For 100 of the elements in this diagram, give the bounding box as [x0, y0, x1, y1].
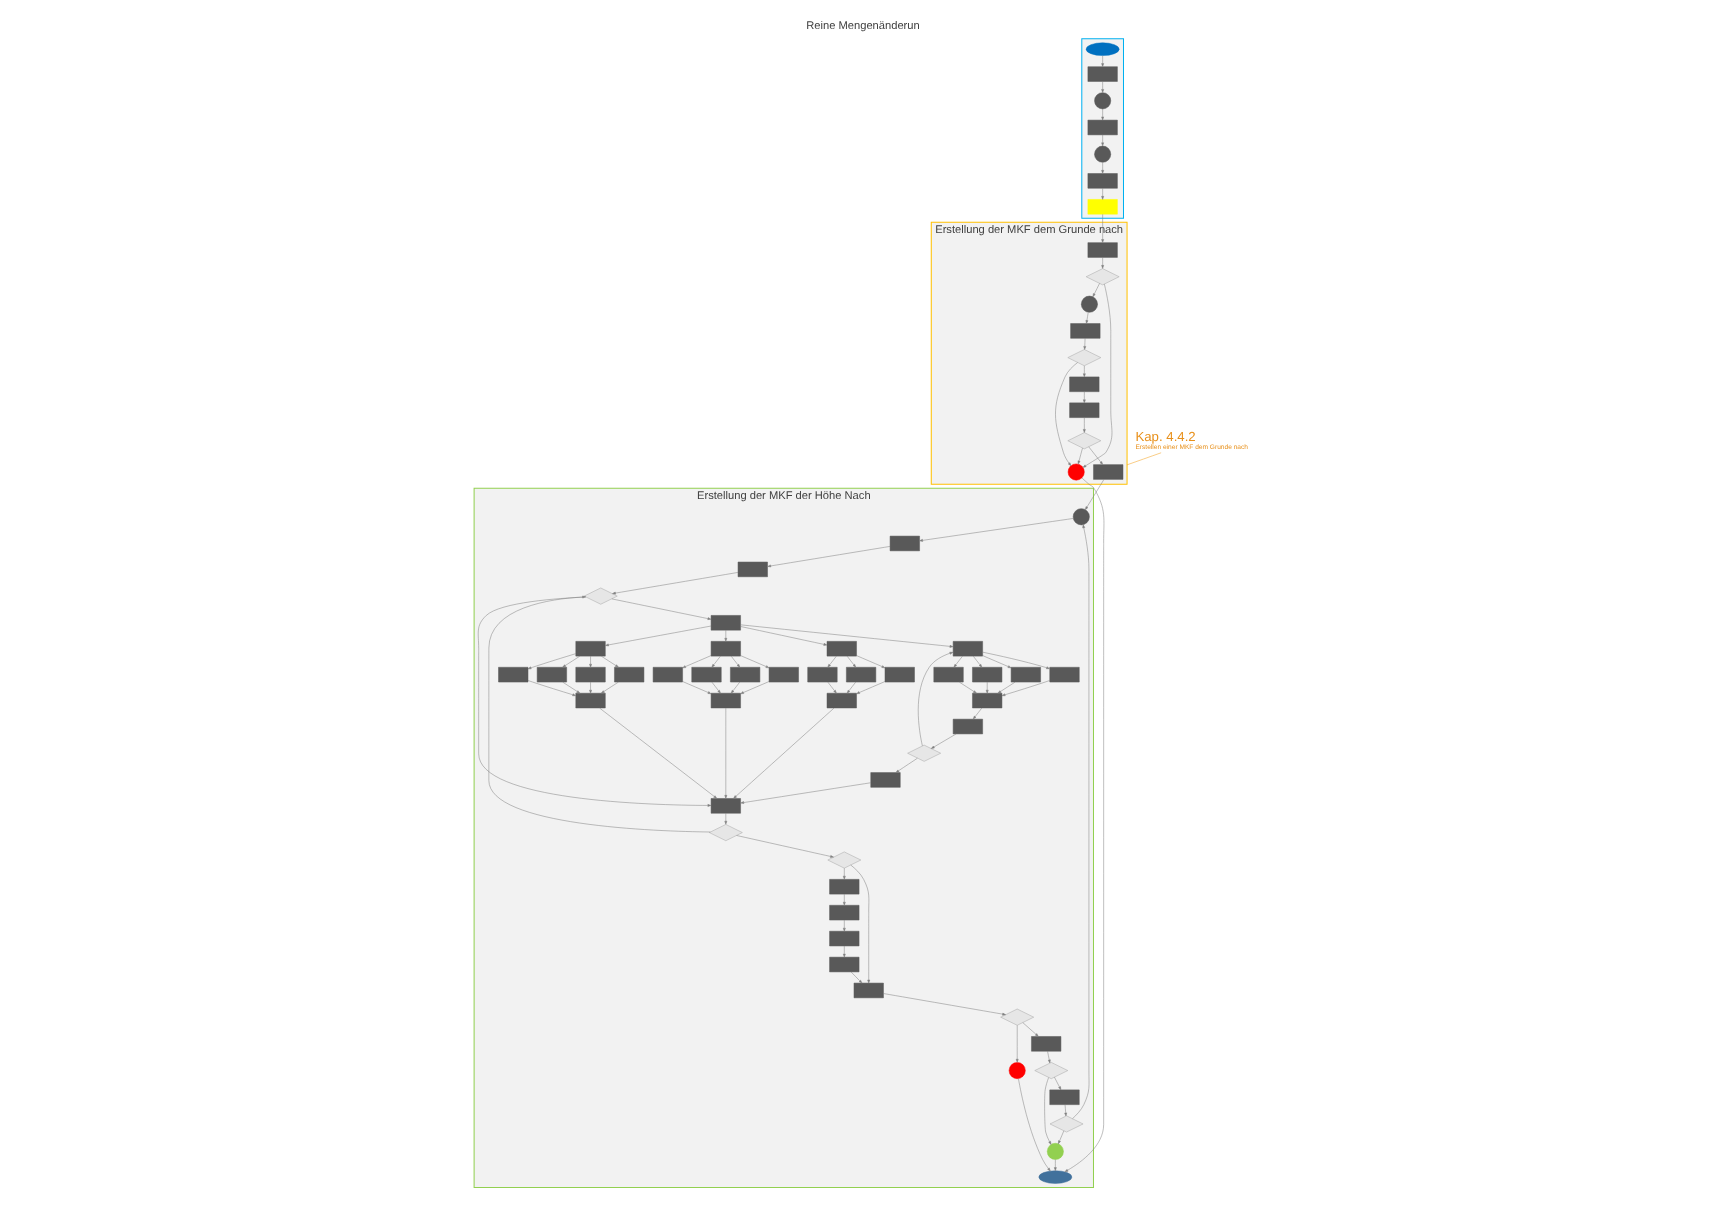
arrow [959, 681, 977, 694]
arrow [953, 655, 963, 668]
arrow [827, 655, 837, 668]
node-box [536, 667, 567, 683]
arrow [477, 596, 712, 807]
node-box [1087, 242, 1118, 258]
node-box [614, 667, 645, 683]
arrow [1054, 1076, 1062, 1091]
node-box [829, 956, 860, 973]
arrow [1083, 338, 1087, 350]
arrow [1058, 1130, 1065, 1145]
arrow [843, 945, 846, 958]
arrow [919, 518, 1074, 542]
arrow [562, 681, 581, 694]
node-box [575, 641, 606, 657]
arrow [724, 630, 728, 642]
arrow [827, 681, 837, 694]
arrow [1101, 134, 1104, 147]
node-box [889, 535, 920, 552]
arrow [724, 707, 728, 799]
arrow [1015, 1025, 1019, 1063]
arrow [1101, 108, 1104, 121]
arrow [843, 868, 846, 880]
arrow [985, 681, 989, 694]
node-circle [1094, 92, 1112, 110]
node-diamond [1067, 349, 1102, 366]
node-box [933, 667, 964, 683]
arrow [740, 655, 770, 669]
arrow [1101, 81, 1104, 93]
node-box [1093, 464, 1124, 480]
arrow [1101, 257, 1104, 269]
arrow [1064, 1104, 1068, 1117]
node-box [710, 692, 741, 709]
node-box [1070, 323, 1101, 339]
node-oval [1085, 42, 1120, 56]
node-box [1049, 1089, 1080, 1105]
node-box [691, 667, 722, 683]
arrow [856, 655, 886, 669]
arrow [850, 971, 863, 984]
node-circle [1094, 145, 1112, 163]
arrow [1055, 362, 1078, 466]
arrow [488, 595, 711, 833]
arrow [711, 655, 721, 668]
node-box [952, 718, 983, 735]
node-box [972, 667, 1003, 683]
node-box [952, 641, 983, 657]
node-box [1087, 66, 1118, 82]
arrow [1101, 162, 1104, 174]
arrow [682, 655, 712, 669]
arrow [846, 681, 856, 694]
arrow [1082, 283, 1113, 468]
arrow [599, 707, 718, 799]
node-box [498, 667, 529, 683]
arrow [589, 681, 592, 694]
node-diamond [1034, 1062, 1069, 1079]
node-box [870, 772, 901, 788]
arrow [767, 546, 891, 568]
node-circle [1046, 1143, 1064, 1160]
arrow [917, 651, 954, 747]
arrow [895, 757, 918, 773]
connector [1126, 452, 1162, 466]
arrow [856, 681, 886, 694]
node-box [846, 667, 877, 683]
node-box [1010, 667, 1041, 683]
arrow [973, 655, 983, 668]
arrow [1022, 1022, 1039, 1037]
arrow [682, 681, 712, 694]
arrow [1001, 680, 1050, 697]
arrow [611, 598, 712, 620]
arrow [1064, 477, 1105, 1173]
arrow [1083, 417, 1086, 433]
arrow [736, 835, 834, 858]
arrow [1077, 447, 1083, 465]
arrow [982, 655, 1012, 669]
node-circle [1008, 1062, 1026, 1079]
arrow [562, 655, 581, 668]
node-box [652, 667, 683, 683]
node-box [1087, 199, 1118, 215]
arrow [843, 893, 846, 906]
arrow [973, 707, 983, 720]
arrow [527, 680, 576, 697]
arrow [601, 655, 619, 668]
arrow [1101, 188, 1104, 200]
arrow [1083, 365, 1086, 378]
arrow [730, 655, 741, 668]
arrow [612, 572, 739, 595]
node-box [829, 930, 860, 947]
arrow [1047, 1051, 1051, 1064]
node-box [829, 905, 860, 921]
arrow [724, 813, 728, 825]
node-box [853, 982, 884, 999]
arrow [1088, 446, 1103, 465]
arrow [733, 707, 835, 799]
arrow [589, 655, 592, 668]
arrow [711, 681, 721, 694]
arrow [997, 681, 1016, 694]
node-diamond [1049, 1115, 1084, 1133]
arrow [1083, 391, 1086, 404]
arrow [1101, 55, 1104, 67]
node-box [884, 667, 915, 683]
